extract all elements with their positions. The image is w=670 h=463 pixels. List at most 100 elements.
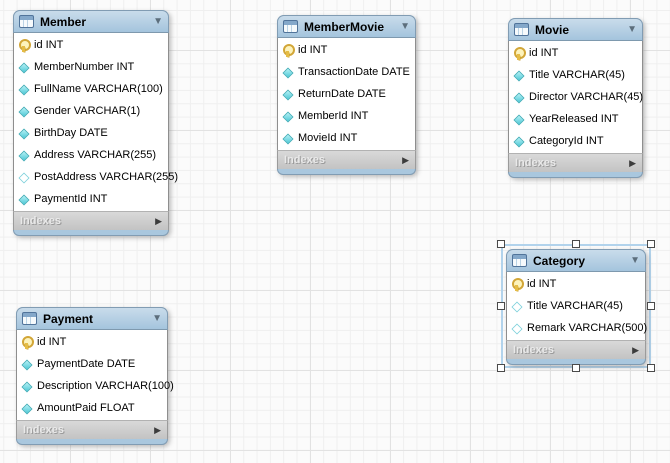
table-icon bbox=[512, 254, 527, 267]
diamond-icon bbox=[21, 402, 32, 415]
table-footer-strip bbox=[277, 169, 416, 175]
column-label: MemberNumber INT bbox=[34, 61, 135, 73]
chevron-right-icon[interactable]: ▶ bbox=[629, 157, 636, 168]
diamond-hollow-icon bbox=[18, 171, 29, 184]
diamond-icon bbox=[282, 132, 293, 145]
indexes-label: Indexes bbox=[515, 157, 556, 169]
table-footer-strip bbox=[13, 230, 169, 236]
column-row[interactable]: PaymentId INT bbox=[14, 188, 168, 210]
diamond-icon bbox=[513, 135, 524, 148]
selection-handle[interactable] bbox=[647, 240, 655, 248]
column-label: PaymentDate DATE bbox=[37, 358, 136, 370]
table-payment[interactable]: Payment ▼ id INT PaymentDate DATE Descri… bbox=[16, 307, 174, 445]
column-label: FullName VARCHAR(100) bbox=[34, 83, 163, 95]
chevron-down-icon[interactable]: ▼ bbox=[630, 254, 640, 266]
column-list: id INT Title VARCHAR(45) Director VARCHA… bbox=[508, 41, 643, 153]
column-row[interactable]: id INT bbox=[507, 273, 645, 295]
table-title: Movie bbox=[535, 22, 570, 37]
selection-handle[interactable] bbox=[647, 302, 655, 310]
column-label: Director VARCHAR(45) bbox=[529, 91, 644, 103]
column-row[interactable]: PaymentDate DATE bbox=[17, 353, 167, 375]
table-footer-strip bbox=[508, 172, 643, 178]
column-label: YearReleased INT bbox=[529, 113, 619, 125]
selection-handle[interactable] bbox=[497, 302, 505, 310]
table-movie[interactable]: Movie ▼ id INT Title VARCHAR(45) Directo… bbox=[508, 18, 643, 178]
column-row[interactable]: YearReleased INT bbox=[509, 108, 642, 130]
table-footer-strip bbox=[16, 439, 168, 445]
column-label: MovieId INT bbox=[298, 132, 358, 144]
selection-handle[interactable] bbox=[497, 364, 505, 372]
chevron-down-icon[interactable]: ▼ bbox=[153, 15, 163, 27]
column-row[interactable]: Title VARCHAR(45) bbox=[509, 64, 642, 86]
selection-handle[interactable] bbox=[647, 364, 655, 372]
column-row[interactable]: CategoryId INT bbox=[509, 130, 642, 152]
diamond-icon bbox=[18, 193, 29, 206]
table-header[interactable]: Member ▼ bbox=[13, 10, 169, 33]
column-label: ReturnDate DATE bbox=[298, 88, 386, 100]
diamond-icon bbox=[18, 149, 29, 162]
column-row[interactable]: BirthDay DATE bbox=[14, 122, 168, 144]
column-row[interactable]: Gender VARCHAR(1) bbox=[14, 100, 168, 122]
column-row[interactable]: id INT bbox=[14, 34, 168, 56]
diamond-icon bbox=[21, 380, 32, 393]
column-row[interactable]: MovieId INT bbox=[278, 127, 415, 149]
chevron-down-icon[interactable]: ▼ bbox=[627, 23, 637, 35]
column-label: Remark VARCHAR(500) bbox=[527, 322, 648, 334]
column-row[interactable]: TransactionDate DATE bbox=[278, 61, 415, 83]
column-row[interactable]: ReturnDate DATE bbox=[278, 83, 415, 105]
key-icon bbox=[21, 335, 34, 349]
column-row[interactable]: id INT bbox=[278, 39, 415, 61]
table-header[interactable]: Payment ▼ bbox=[16, 307, 168, 330]
chevron-down-icon[interactable]: ▼ bbox=[400, 20, 410, 32]
column-label: id INT bbox=[34, 39, 64, 51]
chevron-down-icon[interactable]: ▼ bbox=[152, 312, 162, 324]
column-label: Title VARCHAR(45) bbox=[527, 300, 623, 312]
column-label: PostAddress VARCHAR(255) bbox=[34, 171, 179, 183]
table-header[interactable]: Category ▼ bbox=[506, 249, 646, 272]
chevron-right-icon[interactable]: ▶ bbox=[402, 154, 409, 165]
selection-handle[interactable] bbox=[572, 364, 580, 372]
chevron-right-icon[interactable]: ▶ bbox=[155, 215, 162, 226]
column-label: TransactionDate DATE bbox=[298, 66, 410, 78]
diamond-icon bbox=[18, 61, 29, 74]
selection-handle[interactable] bbox=[572, 240, 580, 248]
column-row[interactable]: MemberId INT bbox=[278, 105, 415, 127]
column-row[interactable]: AmountPaid FLOAT bbox=[17, 397, 167, 419]
column-row[interactable]: Title VARCHAR(45) bbox=[507, 295, 645, 317]
indexes-bar[interactable]: Indexes ▶ bbox=[16, 420, 168, 439]
column-row[interactable]: id INT bbox=[509, 42, 642, 64]
selection-handle[interactable] bbox=[497, 240, 505, 248]
diamond-icon bbox=[513, 69, 524, 82]
table-header[interactable]: MemberMovie ▼ bbox=[277, 15, 416, 38]
table-membermovie[interactable]: MemberMovie ▼ id INT TransactionDate DAT… bbox=[277, 15, 416, 175]
indexes-bar[interactable]: Indexes ▶ bbox=[13, 211, 169, 230]
column-row[interactable]: Director VARCHAR(45) bbox=[509, 86, 644, 108]
column-row[interactable]: id INT bbox=[17, 331, 167, 353]
column-row[interactable]: Remark VARCHAR(500) bbox=[507, 317, 648, 339]
indexes-bar[interactable]: Indexes ▶ bbox=[508, 153, 643, 172]
column-row[interactable]: MemberNumber INT bbox=[14, 56, 168, 78]
column-row[interactable]: FullName VARCHAR(100) bbox=[14, 78, 168, 100]
table-header[interactable]: Movie ▼ bbox=[508, 18, 643, 41]
table-category[interactable]: Category ▼ id INT Title VARCHAR(45) Rema… bbox=[506, 249, 648, 365]
column-row[interactable]: PostAddress VARCHAR(255) bbox=[14, 166, 178, 188]
table-member[interactable]: Member ▼ id INT MemberNumber INT FullNam… bbox=[13, 10, 178, 236]
column-row[interactable]: Address VARCHAR(255) bbox=[14, 144, 168, 166]
column-list: id INT TransactionDate DATE ReturnDate D… bbox=[277, 38, 416, 150]
indexes-bar[interactable]: Indexes ▶ bbox=[277, 150, 416, 169]
column-label: MemberId INT bbox=[298, 110, 369, 122]
chevron-right-icon[interactable]: ▶ bbox=[632, 344, 639, 355]
column-label: Address VARCHAR(255) bbox=[34, 149, 157, 161]
column-label: id INT bbox=[529, 47, 559, 59]
indexes-bar[interactable]: Indexes ▶ bbox=[506, 340, 646, 359]
chevron-right-icon[interactable]: ▶ bbox=[154, 424, 161, 435]
table-title: MemberMovie bbox=[304, 19, 385, 34]
column-list: id INT PaymentDate DATE Description VARC… bbox=[16, 330, 174, 420]
table-title: Payment bbox=[43, 311, 94, 326]
table-icon bbox=[22, 312, 37, 325]
column-label: BirthDay DATE bbox=[34, 127, 108, 139]
diamond-icon bbox=[513, 91, 524, 104]
diamond-icon bbox=[282, 110, 293, 123]
column-row[interactable]: Description VARCHAR(100) bbox=[17, 375, 174, 397]
